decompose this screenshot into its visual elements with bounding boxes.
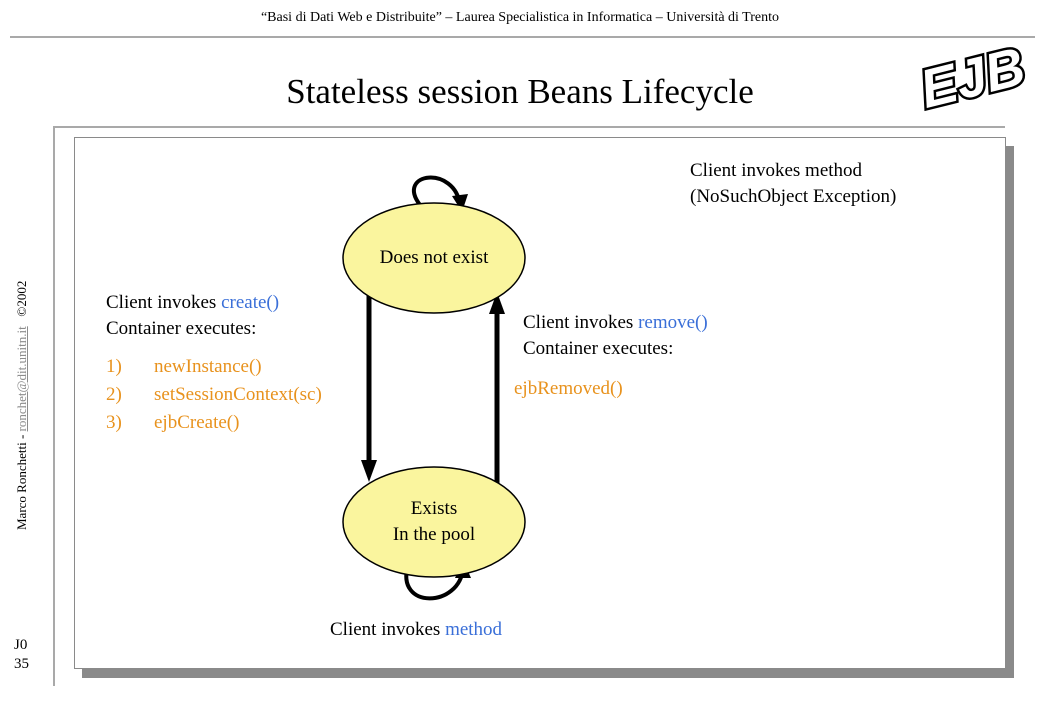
remove-transition-arrowhead: [489, 292, 505, 314]
remove-prefix: Client invokes: [523, 312, 639, 333]
course-header: “Basi di Dati Web e Distribuite” – Laure…: [260, 10, 780, 25]
page-number: J0 35: [14, 636, 29, 674]
remove-step: ejbRemoved(): [514, 378, 623, 399]
ejb-logo: EJB: [915, 34, 1033, 120]
create-step-1: 1)newInstance(): [106, 356, 262, 377]
create-label: Client invokes create() Container execut…: [106, 290, 279, 342]
remove-invoke-line: Client invokes remove(): [523, 310, 708, 336]
slide-title: Stateless session Beans Lifecycle: [286, 72, 754, 111]
create-transition-arrowhead: [361, 460, 377, 482]
bottom-invoke-label: Client invokes method: [330, 617, 502, 643]
remove-method: remove(): [638, 312, 708, 333]
header-rule: [10, 36, 1035, 38]
page-index: 35: [14, 656, 29, 672]
state-exists-label: Exists In the pool: [343, 496, 525, 548]
create-prefix: Client invokes: [106, 292, 222, 313]
create-method: create(): [221, 292, 280, 313]
state-does-not-exist-label: Does not exist: [379, 247, 489, 268]
bottom-method: method: [445, 619, 503, 640]
create-step-2: 2)setSessionContext(sc): [106, 384, 322, 405]
self-loop-bottom: [404, 564, 465, 601]
diagram-panel: [74, 137, 1006, 669]
state-exists-line1: Exists: [410, 498, 458, 519]
state-does-not-exist: [342, 202, 526, 314]
create-steps-list: 1)newInstance() 2)setSessionContext(sc) …: [106, 353, 322, 437]
no-such-object-label: Client invokes method (NoSuchObject Exce…: [690, 158, 896, 210]
no-such-object-line1: Client invokes method: [690, 160, 863, 181]
self-loop-top-arrowhead: [452, 194, 468, 212]
no-such-object-line2: (NoSuchObject Exception): [690, 186, 897, 207]
state-exists-line2: In the pool: [392, 524, 476, 545]
create-container-line: Container executes:: [106, 318, 257, 339]
remove-label: Client invokes remove() Container execut…: [523, 310, 708, 362]
top-rule: [53, 126, 1005, 128]
create-invoke-line: Client invokes create(): [106, 290, 279, 316]
create-step-3: 3)ejbCreate(): [106, 412, 240, 433]
bottom-prefix: Client invokes: [330, 619, 446, 640]
page-section: J0: [14, 637, 28, 653]
self-loop-top: [411, 175, 462, 207]
remove-container-line: Container executes:: [523, 338, 674, 359]
state-exists-in-pool: [342, 466, 526, 578]
left-rule: [53, 126, 55, 686]
